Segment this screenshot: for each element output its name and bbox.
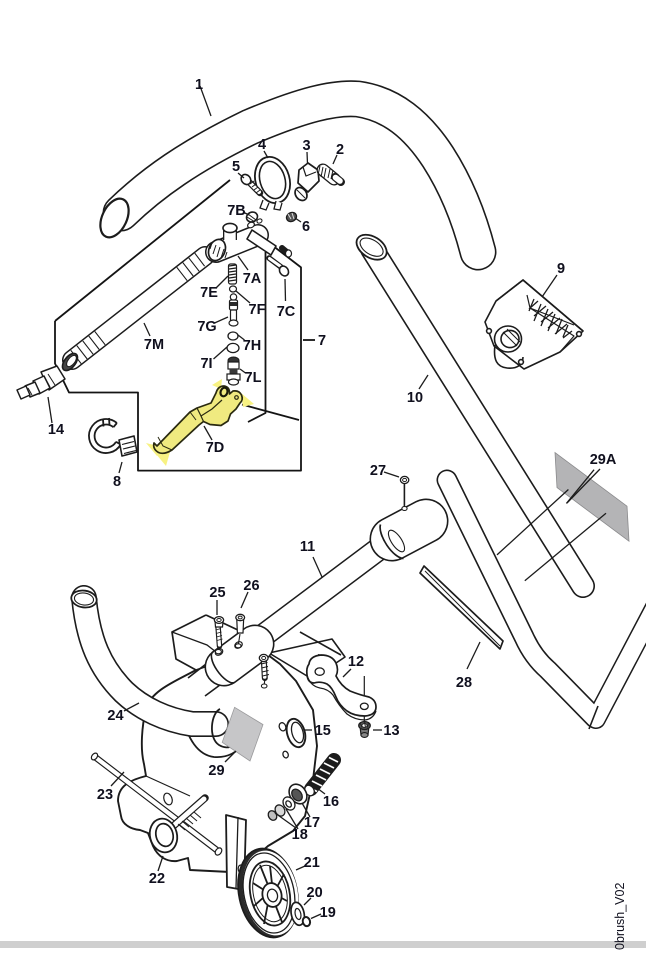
svg-text:10: 10	[407, 390, 423, 406]
svg-text:22: 22	[149, 871, 165, 887]
svg-text:19: 19	[320, 905, 336, 921]
svg-text:4: 4	[258, 137, 266, 153]
svg-text:21: 21	[304, 855, 320, 871]
svg-text:8: 8	[113, 474, 121, 490]
svg-text:11: 11	[300, 539, 315, 555]
svg-text:16: 16	[323, 794, 339, 810]
svg-text:29: 29	[208, 763, 224, 779]
svg-text:27: 27	[370, 463, 386, 479]
svg-text:15: 15	[315, 723, 331, 739]
svg-text:7I: 7I	[200, 356, 212, 372]
svg-text:7C: 7C	[277, 304, 296, 320]
svg-text:18: 18	[292, 827, 308, 843]
svg-text:20: 20	[307, 885, 323, 901]
svg-text:29A: 29A	[590, 452, 617, 468]
svg-text:24: 24	[107, 708, 123, 724]
svg-text:3: 3	[302, 138, 310, 154]
svg-text:6: 6	[302, 219, 310, 235]
svg-text:26: 26	[243, 578, 259, 594]
svg-text:7A: 7A	[243, 271, 262, 287]
svg-text:17: 17	[304, 815, 320, 831]
svg-text:7E: 7E	[200, 285, 218, 301]
svg-text:2: 2	[336, 142, 344, 158]
svg-text:9: 9	[557, 261, 565, 277]
svg-text:7G: 7G	[197, 319, 216, 335]
svg-text:7: 7	[318, 333, 326, 349]
svg-text:28: 28	[456, 675, 472, 691]
svg-text:7B: 7B	[227, 203, 246, 219]
svg-text:0brush_V02: 0brush_V02	[613, 883, 627, 950]
svg-text:12: 12	[348, 654, 364, 670]
svg-text:13: 13	[383, 723, 399, 739]
svg-text:7H: 7H	[243, 338, 262, 354]
svg-text:5: 5	[232, 159, 240, 175]
svg-text:7M: 7M	[144, 337, 164, 353]
svg-text:23: 23	[97, 787, 113, 803]
svg-text:25: 25	[209, 585, 225, 601]
svg-text:7L: 7L	[245, 370, 262, 386]
svg-text:7D: 7D	[206, 440, 225, 456]
svg-text:14: 14	[48, 422, 64, 438]
svg-text:1: 1	[195, 77, 203, 93]
svg-text:7F: 7F	[249, 302, 266, 318]
